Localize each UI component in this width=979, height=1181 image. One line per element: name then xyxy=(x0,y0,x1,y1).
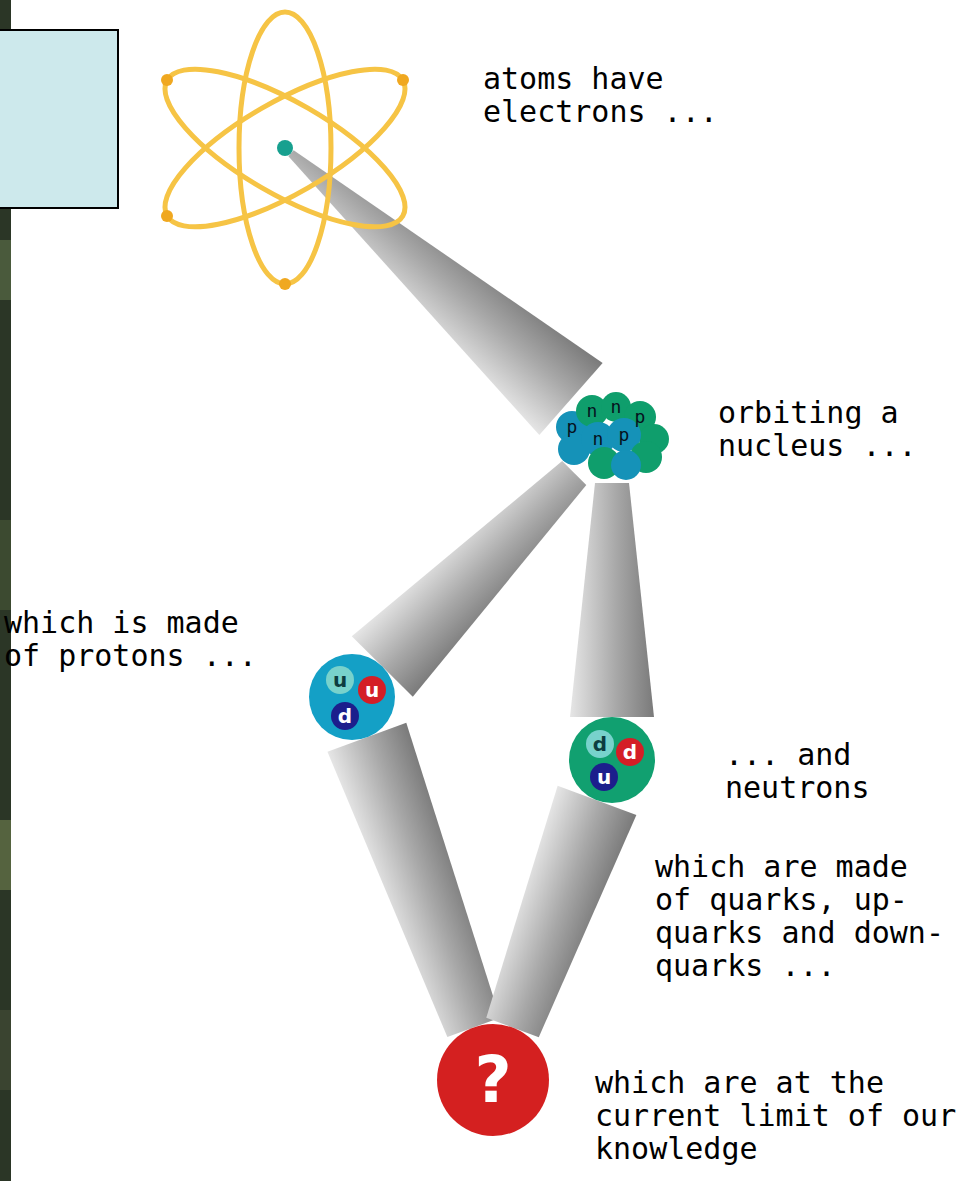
quark-circle: d xyxy=(586,730,614,758)
text-holder: which is made of protons ... xyxy=(4,606,266,672)
text-holder: n xyxy=(582,400,602,422)
electron xyxy=(279,278,291,290)
text-holder: d xyxy=(616,738,644,766)
text-holder: n xyxy=(606,396,626,418)
photo-strip xyxy=(0,240,11,300)
text-holder: d xyxy=(331,702,359,730)
zoom-beam xyxy=(352,461,587,697)
electron xyxy=(161,74,173,86)
text-holder: which are made of quarks, up-quarks and … xyxy=(655,850,947,982)
caption-text: which are made of quarks, up-quarks and … xyxy=(655,850,947,982)
quark-circle: u xyxy=(358,676,386,704)
caption-text: which is made of protons ... xyxy=(4,606,266,672)
quark-circle: d xyxy=(616,738,644,766)
nucleon-letter: p xyxy=(614,424,634,446)
proton-circle: uudwhich is made of protons ... xyxy=(309,654,395,740)
nucleon-letter: n xyxy=(606,396,626,418)
quark-letter: d xyxy=(338,706,352,726)
text-holder: d xyxy=(586,730,614,758)
text-holder: p xyxy=(614,424,634,446)
caption-text: ... and neutrons xyxy=(725,738,895,804)
text-holder: u xyxy=(590,763,618,791)
quark-circle: u xyxy=(326,666,354,694)
text-holder: p xyxy=(630,406,650,428)
text-holder: orbiting a nucleus ... xyxy=(718,396,950,462)
quark-letter: d xyxy=(623,742,637,762)
caption-text: which are at the current limit of our kn… xyxy=(595,1066,967,1165)
quark-circle: u xyxy=(590,763,618,791)
quark-letter: u xyxy=(365,680,379,700)
zoom-beam xyxy=(570,483,654,717)
photo-strip xyxy=(0,520,11,610)
text-holder: u xyxy=(326,666,354,694)
caption-text: atoms have electrons ... xyxy=(483,62,735,128)
text-holder: ? xyxy=(437,1024,549,1136)
zoom-beam xyxy=(288,150,602,435)
nucleon-blob xyxy=(611,450,641,480)
nucleon-letter: p xyxy=(630,406,650,428)
atom-orbits xyxy=(144,12,426,284)
nucleon-letter: n xyxy=(588,428,608,450)
text-holder: which are at the current limit of our kn… xyxy=(595,1066,967,1165)
unknown-circle: ?which are at the current limit of our k… xyxy=(437,1024,549,1136)
text-holder: n xyxy=(588,428,608,450)
orbit xyxy=(144,40,426,256)
nucleon-letter: n xyxy=(582,400,602,422)
text-holder: p xyxy=(562,416,582,438)
blank-panel xyxy=(0,30,118,208)
text-holder: ... and neutrons xyxy=(725,738,895,804)
zoom-beam xyxy=(486,786,636,1038)
question-mark: ? xyxy=(474,1048,511,1112)
neutron-circle: ddu... and neutrons xyxy=(569,717,655,803)
photo-strip xyxy=(0,1010,11,1090)
orbit xyxy=(239,12,331,284)
quark-letter: d xyxy=(593,734,607,754)
quark-letter: u xyxy=(333,670,347,690)
caption-text: orbiting a nucleus ... xyxy=(718,396,950,462)
photo-strip xyxy=(0,820,11,890)
text-holder: u xyxy=(358,676,386,704)
nucleon-letter: p xyxy=(562,416,582,438)
electron xyxy=(161,210,173,222)
electron xyxy=(397,74,409,86)
atom-nucleus-dot: atoms have electrons ... xyxy=(277,140,293,156)
quark-circle: d xyxy=(331,702,359,730)
zoom-beam xyxy=(327,723,499,1037)
orbit xyxy=(144,40,426,256)
text-holder: atoms have electrons ... xyxy=(483,62,735,128)
quark-letter: u xyxy=(597,767,611,787)
